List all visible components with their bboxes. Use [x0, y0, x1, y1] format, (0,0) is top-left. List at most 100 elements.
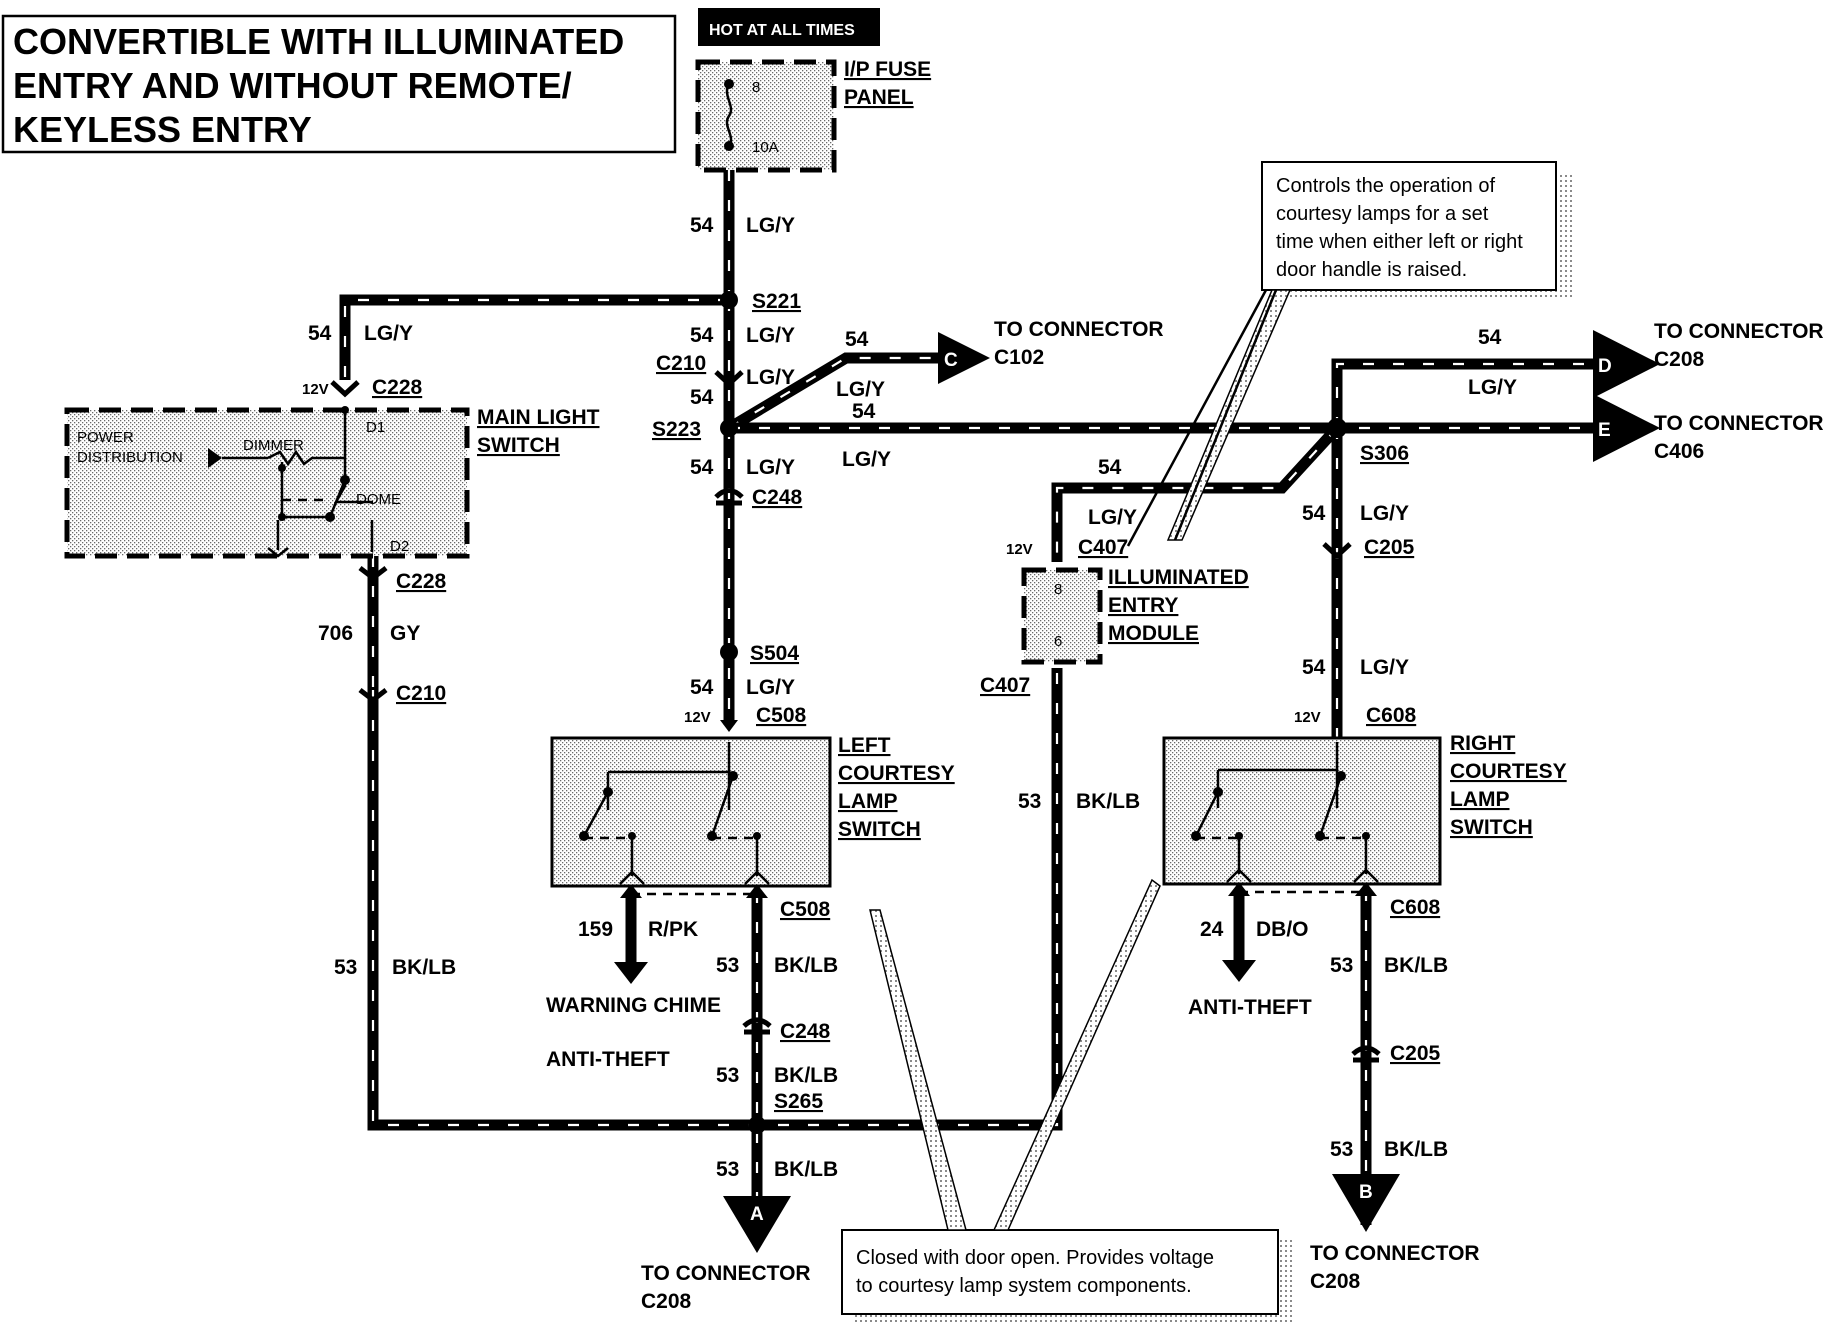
splice-s504 [720, 643, 738, 661]
svg-text:54: 54 [308, 322, 332, 345]
right-switch-name-4: SWITCH [1450, 816, 1533, 839]
svg-text:TO CONNECTOR: TO CONNECTOR [1654, 320, 1824, 343]
module-name-3: MODULE [1108, 622, 1199, 645]
svg-text:C208: C208 [1654, 348, 1705, 371]
svg-text:LG/Y: LG/Y [746, 676, 795, 699]
svg-text:54: 54 [690, 386, 714, 409]
svg-text:C228: C228 [372, 376, 423, 399]
svg-text:24: 24 [1200, 918, 1224, 941]
svg-text:LG/Y: LG/Y [1360, 656, 1409, 679]
wire-labels: 54 LG/Y 54 LG/Y 54 LG/Y 54 LG/Y 54 LG/Y … [308, 214, 1517, 1181]
connector-symbols [330, 370, 1381, 1063]
svg-text:BK/LB: BK/LB [392, 956, 456, 979]
svg-text:53: 53 [1018, 790, 1041, 813]
svg-text:54: 54 [1302, 502, 1326, 525]
switch-note: Closed with door open. Provides voltage … [841, 878, 1294, 1324]
right-switch-name-1: RIGHT [1450, 732, 1516, 755]
left-switch-name-2: COURTESY [838, 762, 955, 785]
fuse-number: 8 [752, 79, 760, 96]
svg-text:54: 54 [1478, 326, 1502, 349]
arrow-e: E [1593, 394, 1660, 462]
svg-text:C: C [944, 350, 958, 371]
arrow-a: A [723, 1196, 791, 1253]
module-pin-bottom: 6 [1054, 633, 1062, 650]
svg-text:LG/Y: LG/Y [364, 322, 413, 345]
arrow-d: D [1593, 330, 1660, 398]
svg-text:C210: C210 [656, 352, 706, 375]
right-switch-name-2: COURTESY [1450, 760, 1567, 783]
d1-label: D1 [366, 419, 385, 436]
svg-text:TO CONNECTOR: TO CONNECTOR [1654, 412, 1824, 435]
d2-label: D2 [390, 538, 409, 555]
svg-text:DB/O: DB/O [1256, 918, 1309, 941]
svg-text:12V: 12V [1006, 541, 1033, 558]
title-line-3: KEYLESS ENTRY [13, 109, 312, 150]
svg-text:WARNING CHIME: WARNING CHIME [546, 994, 721, 1017]
svg-text:R/PK: R/PK [648, 918, 698, 941]
svg-text:LG/Y: LG/Y [746, 324, 795, 347]
svg-text:C608: C608 [1390, 896, 1441, 919]
svg-text:LG/Y: LG/Y [836, 378, 885, 401]
svg-text:LG/Y: LG/Y [1088, 506, 1137, 529]
title-block: CONVERTIBLE WITH ILLUMINATED ENTRY AND W… [1, 14, 677, 154]
module-name-1: ILLUMINATED [1108, 566, 1249, 589]
main-light-switch-name-2: SWITCH [477, 434, 560, 457]
svg-text:12V: 12V [302, 381, 329, 398]
svg-text:C406: C406 [1654, 440, 1704, 463]
svg-text:ANTI-THEFT: ANTI-THEFT [1188, 996, 1312, 1019]
svg-text:BK/LB: BK/LB [1384, 1138, 1448, 1161]
svg-text:BK/LB: BK/LB [1076, 790, 1140, 813]
arrow-b: B [1332, 1174, 1400, 1232]
module-note-3: time when either left or right [1276, 231, 1523, 253]
svg-text:12V: 12V [1294, 709, 1321, 726]
left-courtesy-lamp-switch [550, 736, 832, 888]
svg-text:12V: 12V [684, 709, 711, 726]
main-light-switch-name-1: MAIN LIGHT [477, 406, 600, 429]
fuse-rating: 10A [752, 139, 779, 156]
svg-text:C210: C210 [396, 682, 446, 705]
svg-text:GY: GY [390, 622, 420, 645]
svg-text:LG/Y: LG/Y [1468, 376, 1517, 399]
module-note: Controls the operation of courtesy lamps… [1126, 161, 1572, 547]
module-pin-top: 8 [1054, 581, 1062, 598]
svg-text:D: D [1598, 356, 1612, 377]
svg-text:54: 54 [1098, 456, 1122, 479]
title-line-2: ENTRY AND WITHOUT REMOTE/ [13, 65, 572, 106]
svg-text:159: 159 [578, 918, 613, 941]
svg-text:C407: C407 [1078, 536, 1128, 559]
left-switch-name-4: SWITCH [838, 818, 921, 841]
power-distribution-1: POWER [77, 429, 134, 446]
svg-text:TO CONNECTOR: TO CONNECTOR [1310, 1242, 1480, 1265]
svg-text:C608: C608 [1366, 704, 1417, 727]
svg-text:TO CONNECTOR: TO CONNECTOR [994, 318, 1164, 341]
svg-text:S504: S504 [750, 642, 799, 665]
fuse-panel-name-1: I/P FUSE [844, 58, 931, 81]
switch-note-1: Closed with door open. Provides voltage [856, 1247, 1214, 1269]
svg-text:BK/LB: BK/LB [774, 1158, 838, 1181]
svg-text:LG/Y: LG/Y [842, 448, 891, 471]
svg-text:ANTI-THEFT: ANTI-THEFT [546, 1048, 670, 1071]
dome-label: DOME [356, 491, 401, 508]
svg-text:54: 54 [1302, 656, 1326, 679]
svg-text:54: 54 [690, 214, 714, 237]
switch-note-2: to courtesy lamp system components. [856, 1275, 1192, 1297]
svg-text:53: 53 [334, 956, 357, 979]
svg-text:S221: S221 [752, 290, 801, 313]
svg-text:S265: S265 [774, 1090, 823, 1113]
illuminated-entry-module: 8 6 [1021, 567, 1103, 665]
svg-text:C208: C208 [641, 1290, 692, 1313]
fuse-panel: 8 10A [695, 59, 837, 173]
svg-text:BK/LB: BK/LB [1384, 954, 1448, 977]
arrow-warning-chime [614, 962, 648, 984]
svg-text:TO CONNECTOR: TO CONNECTOR [641, 1262, 811, 1285]
module-note-4: door handle is raised. [1276, 259, 1467, 281]
dimmer-label: DIMMER [243, 437, 304, 454]
power-distribution-2: DISTRIBUTION [77, 449, 183, 466]
svg-text:C248: C248 [752, 486, 803, 509]
module-note-1: Controls the operation of [1276, 175, 1495, 197]
svg-text:C102: C102 [994, 346, 1044, 369]
svg-text:54: 54 [845, 328, 869, 351]
svg-text:C205: C205 [1390, 1042, 1441, 1065]
svg-text:BK/LB: BK/LB [774, 954, 838, 977]
